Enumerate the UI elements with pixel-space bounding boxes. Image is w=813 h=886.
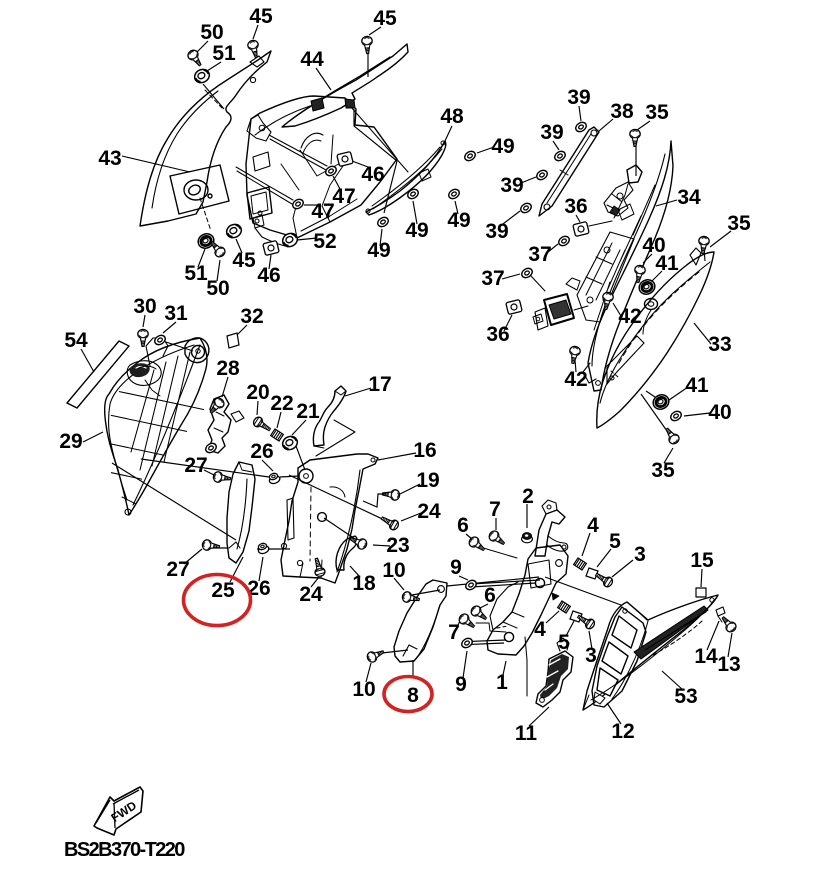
svg-text:37: 37	[481, 267, 504, 290]
svg-text:54: 54	[64, 329, 88, 352]
svg-text:6: 6	[457, 514, 469, 537]
svg-text:2: 2	[522, 485, 534, 508]
svg-text:24: 24	[299, 583, 323, 606]
svg-text:17: 17	[368, 373, 391, 396]
svg-text:20: 20	[246, 381, 269, 404]
svg-text:45: 45	[232, 249, 256, 272]
svg-text:47: 47	[311, 200, 334, 223]
svg-text:22: 22	[270, 392, 293, 415]
svg-text:41: 41	[685, 374, 709, 397]
svg-text:16: 16	[413, 439, 436, 462]
svg-text:4: 4	[534, 618, 546, 641]
svg-text:32: 32	[240, 305, 263, 328]
svg-text:35: 35	[727, 212, 751, 235]
svg-text:3: 3	[634, 543, 646, 566]
svg-text:42: 42	[564, 368, 587, 391]
svg-text:6: 6	[484, 584, 496, 607]
svg-text:34: 34	[677, 186, 701, 209]
svg-text:33: 33	[708, 333, 731, 356]
svg-text:52: 52	[313, 230, 336, 253]
svg-text:26: 26	[247, 577, 270, 600]
svg-text:39: 39	[540, 121, 563, 144]
svg-text:36: 36	[564, 195, 587, 218]
svg-text:18: 18	[352, 572, 376, 595]
svg-text:41: 41	[655, 252, 679, 275]
svg-text:25: 25	[211, 579, 235, 602]
svg-text:38: 38	[610, 100, 634, 123]
svg-text:37: 37	[528, 243, 551, 266]
svg-text:49: 49	[367, 239, 390, 262]
svg-text:40: 40	[642, 234, 665, 257]
svg-text:30: 30	[133, 295, 156, 318]
svg-text:39: 39	[567, 86, 590, 109]
svg-text:36: 36	[486, 323, 509, 346]
svg-text:4: 4	[587, 514, 599, 537]
svg-text:14: 14	[694, 645, 718, 668]
svg-text:12: 12	[611, 720, 634, 743]
svg-text:48: 48	[440, 105, 464, 128]
svg-text:40: 40	[708, 401, 731, 424]
svg-text:39: 39	[500, 174, 523, 197]
svg-text:43: 43	[98, 147, 121, 170]
svg-text:7: 7	[489, 498, 501, 521]
svg-text:26: 26	[250, 440, 273, 463]
svg-text:5: 5	[558, 631, 570, 654]
svg-text:19: 19	[416, 469, 439, 492]
svg-text:23: 23	[386, 534, 409, 557]
svg-text:27: 27	[184, 454, 207, 477]
svg-text:50: 50	[200, 21, 223, 44]
svg-text:28: 28	[216, 357, 240, 380]
svg-text:11: 11	[515, 722, 538, 745]
svg-text:45: 45	[373, 7, 397, 30]
svg-text:49: 49	[447, 209, 470, 232]
svg-text:13: 13	[717, 653, 740, 676]
svg-text:46: 46	[257, 264, 280, 287]
svg-text:29: 29	[59, 430, 82, 453]
svg-text:42: 42	[618, 305, 641, 328]
svg-text:BS2B370-T220: BS2B370-T220	[64, 839, 185, 861]
svg-text:49: 49	[491, 135, 514, 158]
svg-text:5: 5	[609, 530, 621, 553]
svg-text:39: 39	[485, 220, 508, 243]
svg-text:45: 45	[249, 5, 273, 28]
svg-text:3: 3	[585, 644, 597, 667]
svg-text:24: 24	[417, 500, 441, 523]
svg-text:46: 46	[361, 163, 384, 186]
svg-text:44: 44	[300, 48, 324, 71]
svg-text:7: 7	[448, 621, 460, 644]
svg-text:27: 27	[166, 558, 189, 581]
svg-text:9: 9	[455, 673, 467, 696]
svg-text:31: 31	[164, 302, 188, 325]
svg-text:15: 15	[690, 549, 714, 572]
svg-text:35: 35	[651, 459, 675, 482]
svg-text:9: 9	[450, 556, 462, 579]
svg-text:35: 35	[645, 101, 669, 124]
svg-text:21: 21	[296, 400, 320, 423]
svg-text:10: 10	[352, 678, 375, 701]
svg-text:8: 8	[407, 684, 419, 707]
svg-text:53: 53	[674, 685, 697, 708]
svg-text:51: 51	[212, 42, 236, 65]
svg-text:47: 47	[332, 185, 355, 208]
svg-text:1: 1	[496, 671, 508, 694]
svg-text:51: 51	[184, 262, 208, 285]
svg-text:50: 50	[206, 277, 229, 300]
svg-text:49: 49	[405, 219, 428, 242]
svg-text:10: 10	[382, 559, 405, 582]
